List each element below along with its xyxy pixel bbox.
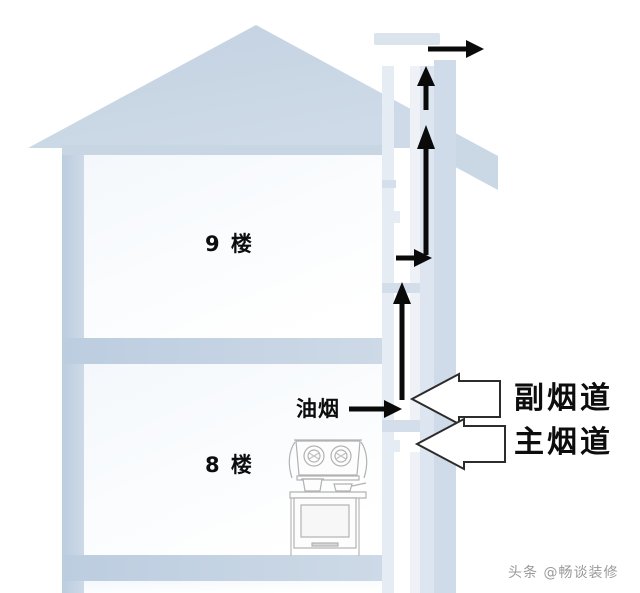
floor-slab-below-8 (62, 555, 382, 581)
arrow-up-upper-short (417, 66, 435, 110)
secondary-flue-label: 副烟道 (514, 381, 613, 416)
floor-label-9: 9 楼 (205, 232, 254, 256)
main-flue-label: 主烟道 (514, 425, 613, 460)
exterior-left-wall (62, 145, 84, 593)
arrow-up-upper-long (417, 125, 435, 255)
arrow-right-floor9-branch (396, 249, 432, 267)
arrow-up-lower (393, 282, 411, 400)
floor-label-8: 8 楼 (205, 453, 254, 477)
floor-slab-between-8-and-9 (62, 338, 382, 364)
range-hood-appliance (288, 439, 368, 481)
floor-7-room-sliver (84, 581, 382, 593)
flue-cap (374, 33, 440, 45)
floor-9-room-interior (84, 155, 382, 338)
ceiling-slab-floor-9 (62, 145, 382, 155)
watermark-text: 头条 @畅谈装修 (508, 565, 619, 581)
smoke-source-label: 油烟 (296, 397, 340, 421)
arrow-right-smoke-inlet (362, 400, 402, 418)
vertical-flue-stack (374, 33, 456, 593)
stove-appliance (289, 478, 367, 556)
arrow-right-top-exit (428, 40, 484, 58)
outline-arrow-left-main (414, 417, 506, 471)
outline-arrow-left-secondary (409, 372, 501, 426)
